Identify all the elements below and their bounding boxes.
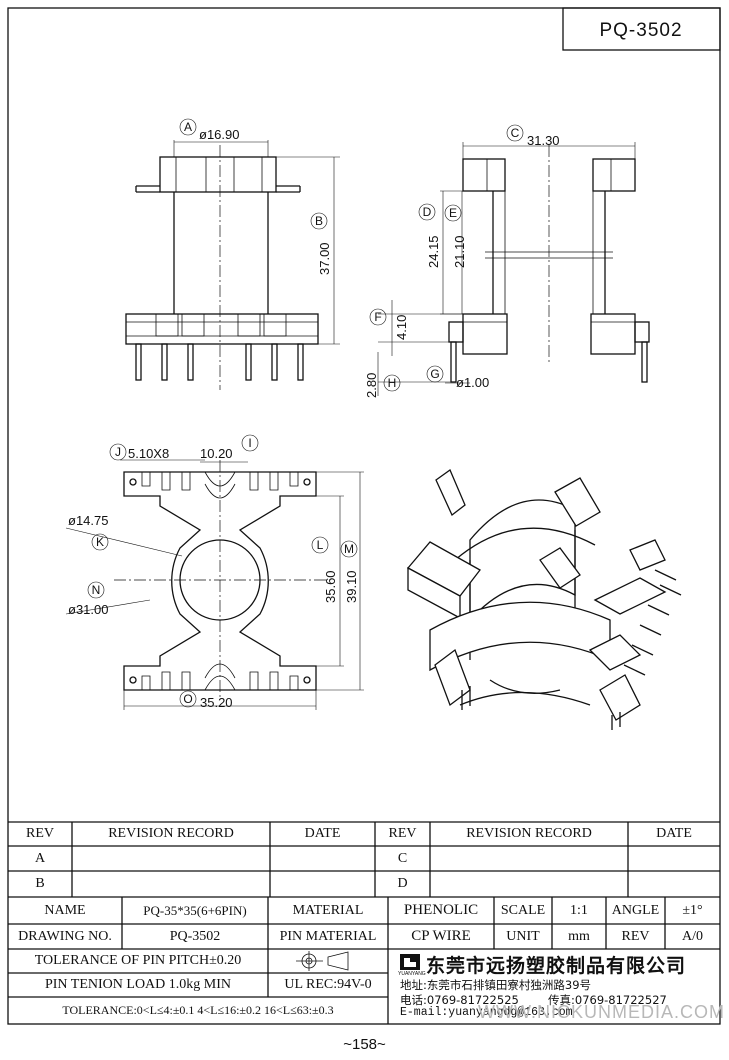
pin-pitch-symbol xyxy=(296,951,349,971)
dim-d-height: 24.15 xyxy=(426,235,441,268)
date-header-right: DATE xyxy=(656,826,692,841)
side-view xyxy=(377,142,650,396)
page-number: ~158~ xyxy=(343,1036,386,1053)
company-logo xyxy=(400,954,420,970)
rev-row-c: C xyxy=(397,850,408,866)
material-label: MATERIAL xyxy=(292,902,364,918)
rev-header-right: REV xyxy=(388,826,417,841)
tolerance-ranges: TOLERANCE:0<L≤4:±0.1 4<L≤16:±0.2 16<L≤63… xyxy=(62,1003,334,1017)
title-block-grid xyxy=(8,821,720,1024)
isometric-view xyxy=(406,469,682,730)
marker-a: A xyxy=(184,120,192,134)
bottom-view xyxy=(65,459,364,710)
company-name: 东莞市远扬塑胶制品有限公司 xyxy=(426,955,687,977)
pin-material-value: CP WIRE xyxy=(411,928,471,944)
dim-j-slot: 5.10X8 xyxy=(128,446,169,461)
company-fax: 传真:0769-81722527 xyxy=(548,993,667,1007)
scale-value: 1:1 xyxy=(570,902,588,918)
dim-g-pin-diameter: ø1.00 xyxy=(456,375,489,390)
drawing-id-box xyxy=(562,7,721,51)
rev-row-b: B xyxy=(35,876,45,891)
dim-m-height: 39.10 xyxy=(344,570,359,603)
marker-n: N xyxy=(92,583,101,597)
dim-c-width: 31.30 xyxy=(527,133,560,148)
marker-e: E xyxy=(449,206,457,220)
marker-l: L xyxy=(317,538,324,552)
watermark: WWW.NICKUNMEDIA.COM xyxy=(478,1002,725,1022)
marker-j: J xyxy=(115,445,121,459)
angle-label: ANGLE xyxy=(611,902,660,918)
rev-row-a: A xyxy=(34,850,46,866)
material-value: PHENOLIC xyxy=(403,902,479,918)
company-address: 地址:东莞市石排镇田寮村独洲路39号 xyxy=(400,978,592,992)
dim-n-diameter: ø31.00 xyxy=(68,602,108,617)
dim-h-height: 2.80 xyxy=(364,373,379,398)
marker-c: C xyxy=(511,126,520,140)
dim-i-width: 10.20 xyxy=(200,446,233,461)
ul-rec: UL REC:94V-0 xyxy=(284,977,372,992)
angle-value: ±1° xyxy=(682,902,703,918)
drawing-id: PQ-3502 xyxy=(599,20,682,41)
pin-tension-load: PIN TENION LOAD 1.0kg MIN xyxy=(44,977,231,992)
marker-g: G xyxy=(430,367,439,381)
date-header-left: DATE xyxy=(304,826,341,841)
scale-label: SCALE xyxy=(500,902,546,918)
dim-f-height: 4.10 xyxy=(394,315,409,340)
tolerance-pin-pitch: TOLERANCE OF PIN PITCH±0.20 xyxy=(34,953,242,968)
dim-b-height: 37.00 xyxy=(317,242,332,275)
dim-k-diameter: ø14.75 xyxy=(68,513,108,528)
dim-o-width: 35.20 xyxy=(200,695,233,710)
rev-header-left: REV xyxy=(26,826,54,841)
dim-a-diameter: ø16.90 xyxy=(199,127,239,142)
unit-label: UNIT xyxy=(506,928,540,944)
dim-e-height: 21.10 xyxy=(452,235,467,268)
marker-k: K xyxy=(96,535,104,549)
marker-d: D xyxy=(423,205,432,219)
pin-material-label: PIN MATERIAL xyxy=(279,928,377,944)
drawing-no-label: DRAWING NO. xyxy=(18,928,112,944)
rev-label: REV xyxy=(621,928,650,944)
logo-text: YUANYANG xyxy=(398,971,426,977)
front-view xyxy=(125,140,340,390)
marker-i: I xyxy=(248,436,251,450)
unit-value: mm xyxy=(568,928,590,944)
revision-record-header-left: REVISION RECORD xyxy=(108,826,234,841)
rev-row-d: D xyxy=(397,876,408,891)
marker-f: F xyxy=(374,310,381,324)
rev-value: A/0 xyxy=(682,928,703,944)
company-email: E-mail:yuanyangdg@163.com xyxy=(400,1006,573,1019)
name-value: PQ-35*35(6+6PIN) xyxy=(143,902,247,918)
marker-o: O xyxy=(183,692,192,706)
sheet-border xyxy=(7,7,721,1025)
marker-m: M xyxy=(344,542,354,556)
dim-l-height: 35.60 xyxy=(323,570,338,603)
drawing-no-value: PQ-3502 xyxy=(169,928,221,944)
name-label: NAME xyxy=(44,902,86,918)
company-phone: 电话:0769-81722525 xyxy=(400,993,519,1007)
revision-record-header-right: REVISION RECORD xyxy=(466,826,592,841)
marker-h: H xyxy=(388,376,397,390)
marker-b: B xyxy=(315,214,323,228)
